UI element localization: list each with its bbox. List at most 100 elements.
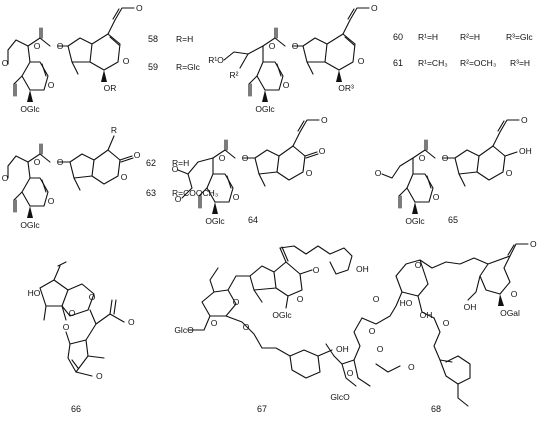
compound-number-62: 62 [146,158,156,168]
atom-ogal-label: OGal [500,308,520,318]
substituent-58: R=H [176,34,193,44]
atom-glco-label: GlcO [174,325,194,335]
atom-o-label: O [89,292,96,302]
atom-o-label: O [211,318,218,328]
atom-o-label: O [347,368,354,378]
atom-o-label: O [134,150,141,160]
atom-o-label: O [2,173,9,183]
atom-o-label: O [442,153,449,163]
atom-o-label: O [34,157,41,167]
atom-o-label: O [136,3,143,13]
compound-number-58: 58 [148,34,158,44]
atom-oh-label: OH [356,264,369,274]
atom-o-label: O [96,371,103,381]
atom-o-label: O [283,80,290,90]
substituent-61-r1: R¹=CH₃ [418,58,448,68]
atom-o-label: O [57,157,64,167]
substituent-63: R=COOCH₃ [172,188,218,198]
substituent-62: R=H [172,158,189,168]
atom-o-label: O [242,153,249,163]
atom-oglc-label: OGlc [205,216,225,226]
atom-ho-label: HO [28,288,41,298]
atom-o-label: O [321,115,328,125]
atom-o-label: O [375,168,382,178]
atom-r2-label: R² [230,70,239,80]
structure-65: O OH O O O O O OGlc [375,115,532,226]
structure-58-59: O O O O OGlc O OR O [2,3,143,114]
atom-r-label: R [111,125,117,135]
atom-oglc-label: OGlc [255,104,275,114]
structure-66: HO O O O O O [28,261,135,381]
atom-o-label: O [48,196,55,206]
atom-oglc-label: OGlc [272,310,292,320]
atom-o-label: O [371,3,378,13]
atom-or-label: OR [104,83,117,93]
atom-o-label: O [172,164,179,174]
substituent-59: R=Glc [176,62,201,72]
substituent-61-r2: R²=OCH₃ [460,58,496,68]
atom-o-label: O [319,146,326,156]
structure-67: O OH O OGlc O GlcO O O OH [174,245,369,379]
atom-o-label: O [233,297,240,307]
compound-number-66: 66 [71,404,81,414]
atom-o-label: O [433,192,440,202]
compound-number-61: 61 [393,58,403,68]
compound-number-64: 64 [248,215,258,225]
atom-o-label: O [269,41,276,51]
atom-o-label: O [530,239,537,249]
atom-o-label: O [297,294,304,304]
structure-64: O O O O O O O O OGlc [172,115,328,226]
atom-o-label: O [415,260,422,270]
atom-glco-label: GlcO [330,392,350,402]
atom-ho-label: HO [400,298,413,308]
atom-o-label: O [373,294,380,304]
atom-oh-label: OH [336,344,349,354]
compound-number-63: 63 [146,188,156,198]
atom-r1o-label: R¹O [208,55,224,65]
atom-o-label: O [419,153,426,163]
atom-o-label: O [408,362,415,372]
atom-o-label: O [175,194,182,204]
atom-o-label: O [57,41,64,51]
atom-o-label: O [121,172,128,182]
atom-o-label: O [219,153,226,163]
atom-o-label: O [63,322,70,332]
atom-o-label: O [377,344,384,354]
atom-o-label: O [128,317,135,327]
atom-or3-label: OR³ [338,83,354,93]
atom-o-label: O [69,308,76,318]
structure-68: O O OGal OH O O HO OH O O O O O GlcO [325,239,537,407]
substituent-60-r1: R¹=H [418,32,438,42]
atom-o-label: O [48,80,55,90]
compound-number-67: 67 [257,404,267,414]
atom-o-label: O [233,192,240,202]
atom-o-label: O [369,326,376,336]
substituent-60-r3: R³=Glc [506,32,533,42]
atom-oh-label: OH [464,302,477,312]
substituent-61-r3: R³=H [510,58,530,68]
compound-number-65: 65 [448,215,458,225]
atom-o-label: O [34,41,41,51]
structure-62-63: R O O O O O O OGlc [2,125,141,230]
atom-o-label: O [521,115,528,125]
atom-o-label: O [243,322,250,332]
atom-o-label: O [313,265,320,275]
compound-number-59: 59 [148,62,158,72]
atom-o-label: O [506,168,513,178]
atom-o-label: O [123,56,130,66]
compound-number-60: 60 [393,32,403,42]
atom-o-label: O [2,58,9,68]
compound-number-68: 68 [431,404,441,414]
atom-oglc-label: OGlc [20,104,40,114]
atom-o-label: O [443,318,450,328]
atom-o-label: O [358,56,365,66]
structure-60-61: O O R¹O R² O OGlc O OR³ O [208,3,378,114]
atom-oglc-label: OGlc [20,220,40,230]
atom-oh-label: OH [420,310,433,320]
atom-oh-label: OH [519,146,532,156]
substituent-60-r2: R²=H [460,32,480,42]
atom-o-label: O [306,168,313,178]
atom-o-label: O [292,41,299,51]
